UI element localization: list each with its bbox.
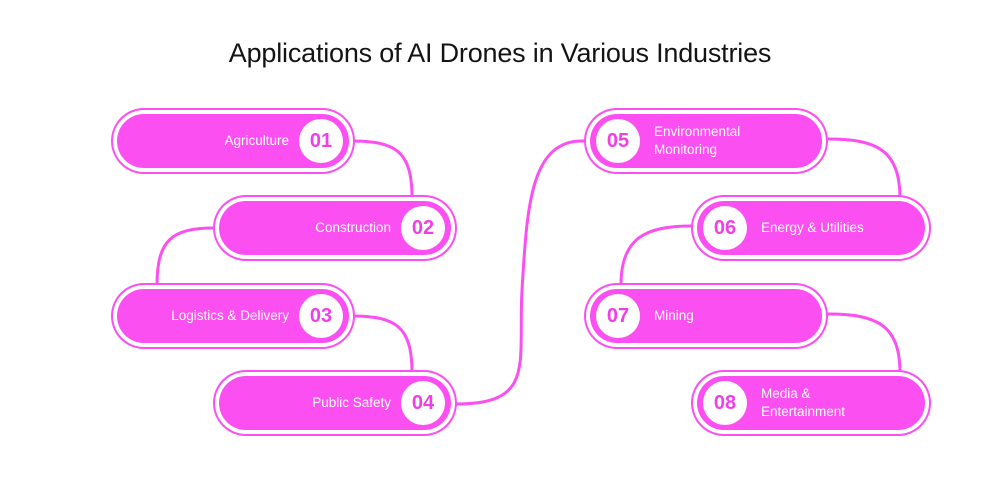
- item-label: Media & Entertainment: [761, 386, 846, 419]
- item-label: Environmental Monitoring: [654, 124, 741, 157]
- item-number-badge: 04: [401, 381, 445, 425]
- item-media-entertainment: 08 Media & Entertainment: [697, 376, 925, 430]
- item-label: Logistics & Delivery: [171, 308, 289, 323]
- item-energy-utilities: 06 Energy & Utilities: [697, 201, 925, 255]
- item-label: Public Safety: [312, 395, 391, 410]
- connector-07-08: [826, 312, 902, 375]
- item-environmental-monitoring: 05 Environmental Monitoring: [590, 114, 822, 168]
- item-logistics-delivery: Logistics & Delivery 03: [117, 289, 349, 343]
- item-construction: Construction 02: [219, 201, 451, 255]
- diagram-title: Applications of AI Drones in Various Ind…: [228, 38, 772, 68]
- item-label: Construction: [315, 220, 391, 235]
- connector-04-05: [454, 139, 586, 406]
- item-number-badge: 05: [596, 119, 640, 163]
- connector-06-07: [619, 224, 694, 287]
- connector-03-04: [348, 314, 414, 375]
- item-agriculture: Agriculture 01: [117, 114, 349, 168]
- item-number-badge: 08: [703, 381, 747, 425]
- connector-05-06: [826, 137, 902, 201]
- item-number-badge: 06: [703, 206, 747, 250]
- connector-02-03: [155, 226, 216, 287]
- item-mining: 07 Mining: [590, 289, 822, 343]
- item-number-badge: 01: [299, 119, 343, 163]
- item-number-badge: 07: [596, 294, 640, 338]
- item-public-safety: Public Safety 04: [219, 376, 451, 430]
- item-label: Energy & Utilities: [761, 220, 864, 235]
- item-label: Agriculture: [224, 133, 289, 148]
- item-number-badge: 02: [401, 206, 445, 250]
- item-number-badge: 03: [299, 294, 343, 338]
- item-label: Mining: [654, 308, 694, 323]
- connector-01-02: [348, 139, 414, 200]
